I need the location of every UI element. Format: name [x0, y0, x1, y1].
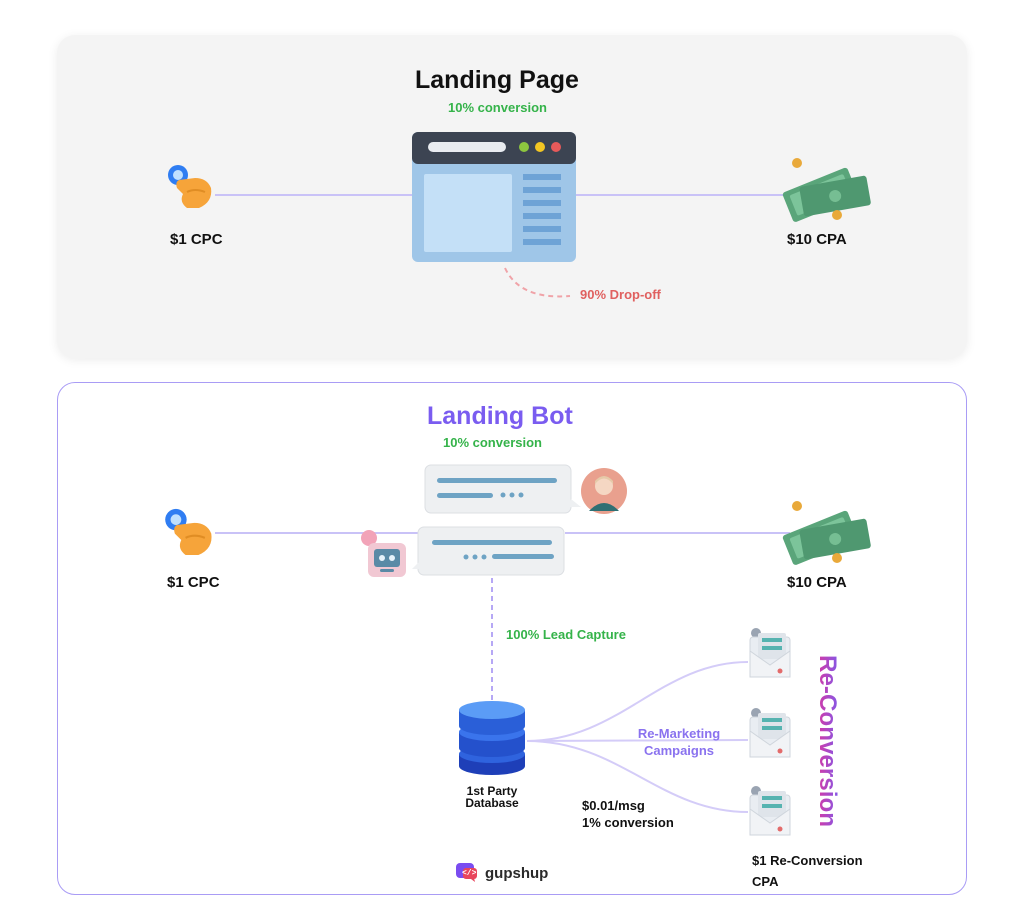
remarketing-label: Re-Marketing Campaigns: [624, 725, 734, 759]
envelope-icon: [740, 625, 796, 684]
gupshup-logo-icon: </>: [456, 863, 477, 882]
remarketing-label-line1: Re-Marketing: [637, 726, 721, 741]
database-label-line2: Database: [465, 796, 519, 810]
gupshup-logo: </> gupshup: [455, 862, 548, 884]
money-bills-icon: [775, 155, 875, 230]
browser-window-icon: [410, 130, 580, 270]
message-cost-block: $0.01/msg 1% conversion: [582, 797, 674, 831]
msg-conversion: 1% conversion: [582, 815, 674, 830]
reconversion-cpa-line1: $1 Re-Conversion: [752, 853, 863, 868]
bot-chat-bubble-icon: [412, 525, 567, 584]
bottom-cpc-label: $1 CPC: [167, 574, 220, 591]
bottom-cpa-label: $10 CPA: [787, 574, 847, 591]
click-hand-icon-bottom: [162, 505, 222, 565]
landing-page-conversion: 10% conversion: [448, 100, 547, 115]
reconversion-text: Re-Conversion: [814, 655, 841, 827]
envelope-icon: [740, 705, 796, 764]
landing-page-title: Landing Page: [415, 66, 579, 94]
lead-capture-label: 100% Lead Capture: [506, 627, 626, 642]
database-icon: [457, 700, 527, 781]
top-cpa-label: $10 CPA: [787, 231, 847, 248]
dropoff-label: 90% Drop-off: [580, 287, 661, 302]
click-hand-icon: [165, 162, 221, 217]
remarketing-label-line2: Campaigns: [643, 743, 715, 758]
reconversion-vertical-label: Re-Conversion: [808, 655, 848, 830]
robot-icon: [358, 527, 410, 584]
gupshup-brand-name: gupshup: [485, 864, 549, 882]
cost-per-msg: $0.01/msg: [582, 798, 645, 813]
envelope-icon: [740, 783, 796, 842]
database-label-line1: 1st Party: [466, 784, 518, 798]
top-cpc-label: $1 CPC: [170, 231, 223, 248]
landing-bot-title: Landing Bot: [427, 402, 573, 430]
dropoff-curve: [504, 267, 571, 298]
money-bills-icon-bottom: [775, 498, 875, 573]
svg-text:</>: </>: [462, 869, 477, 878]
chat-bubble-icon: [423, 463, 583, 522]
user-avatar-icon: [580, 467, 628, 520]
reconversion-cpa-block: $1 Re-Conversion CPA: [752, 850, 863, 892]
reconversion-cpa-line2: CPA: [752, 874, 779, 889]
landing-bot-conversion: 10% conversion: [443, 435, 542, 450]
database-label: 1st Party Database: [450, 785, 534, 809]
